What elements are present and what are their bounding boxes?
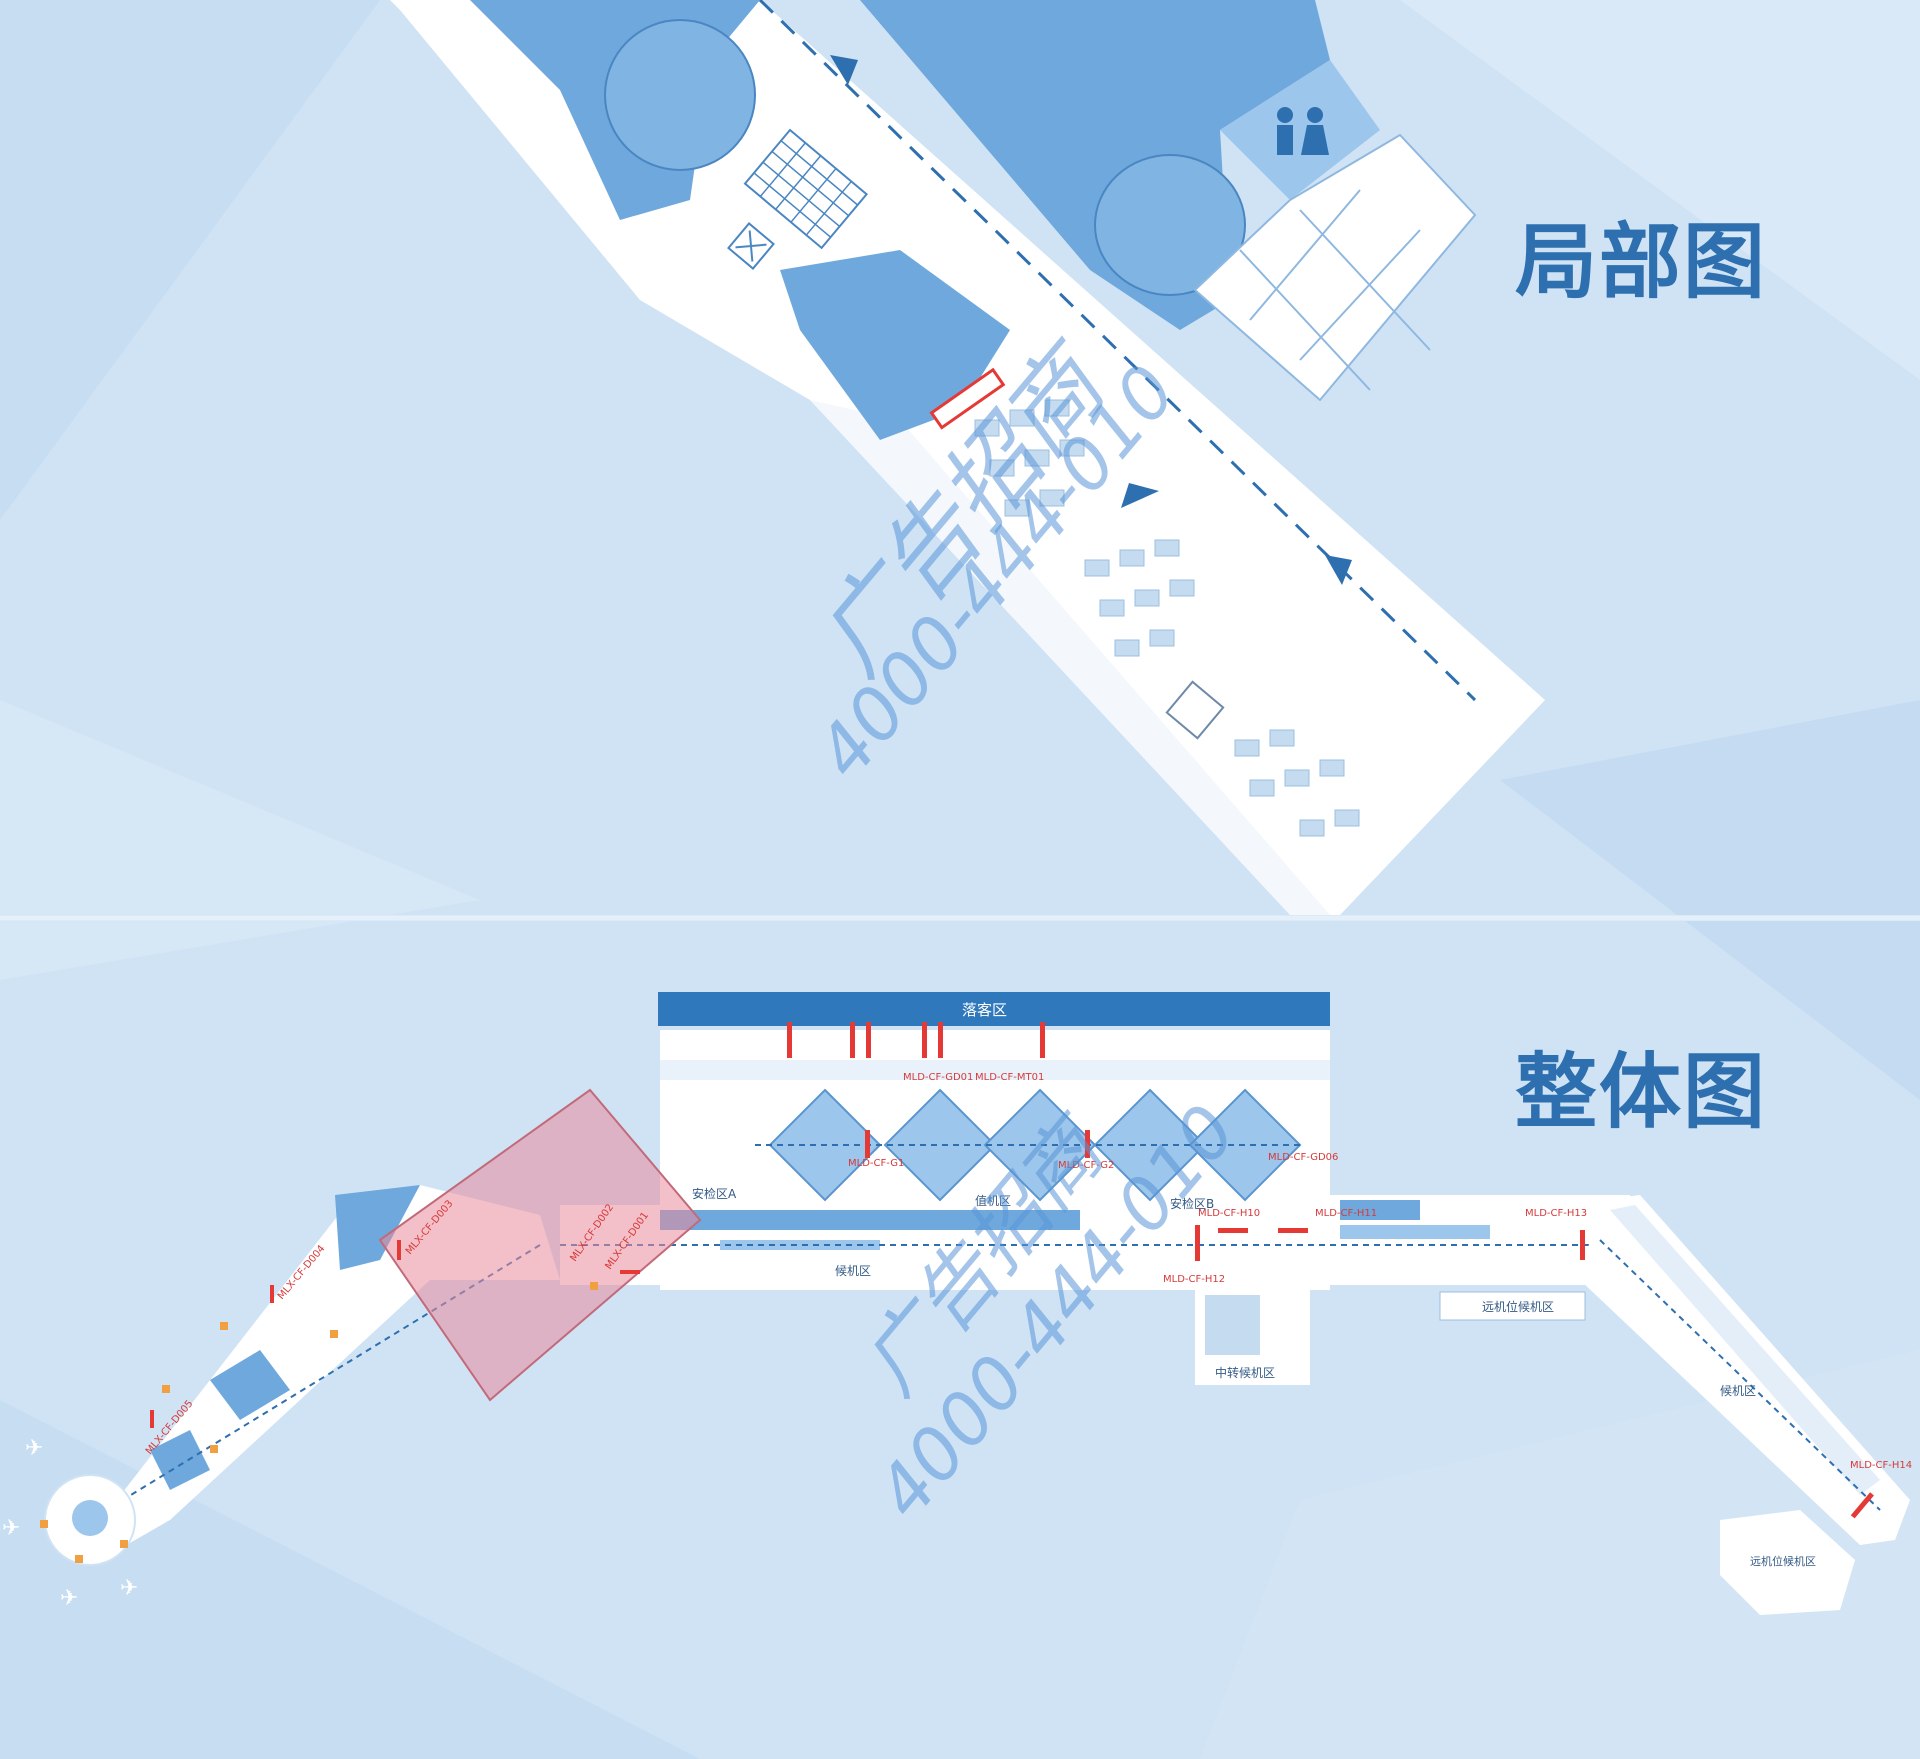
ad-label: MLD-CF-G1 bbox=[848, 1158, 904, 1169]
ad-markers bbox=[150, 1022, 1874, 1519]
walkway-arrow-icon bbox=[1121, 483, 1159, 508]
section-divider bbox=[0, 916, 1920, 920]
ad-label: MLD-CF-H14 bbox=[1850, 1460, 1912, 1471]
security-b-label: 安检区B bbox=[1170, 1196, 1214, 1211]
ad-label: MLD-CF-MT01 bbox=[975, 1072, 1044, 1083]
local-restroom-block bbox=[1220, 60, 1380, 200]
local-map bbox=[390, 0, 1545, 915]
left-wing-blocks bbox=[335, 1185, 420, 1270]
local-map-title: 局部图 bbox=[1515, 215, 1768, 310]
arrival-zone-bar bbox=[658, 992, 1330, 1026]
zone-labels: 落客区 值机区 安检区A 安检区B 候机区 候机区 远机位候机区 远机位候机区 … bbox=[692, 1001, 1816, 1568]
svg-text:✈: ✈ bbox=[2, 1516, 20, 1541]
local-seating bbox=[974, 399, 1360, 837]
svg-text:✈: ✈ bbox=[120, 1576, 138, 1601]
local-side-floor bbox=[810, 400, 1330, 915]
local-corridor-floor bbox=[390, 0, 1545, 915]
local-shop-block-mid bbox=[780, 250, 1010, 440]
local-walkway-dashes bbox=[758, 0, 1477, 702]
remote-hex bbox=[1720, 1510, 1855, 1615]
gate-diamonds bbox=[768, 1088, 1302, 1202]
remote-waiting-box bbox=[1439, 1291, 1586, 1321]
ad-label: MLD-CF-H13 bbox=[1525, 1208, 1587, 1219]
local-room-grid bbox=[1193, 133, 1477, 402]
arrival-zone-label: 落客区 bbox=[962, 1001, 1007, 1019]
checkin-zone-label: 值机区 bbox=[975, 1193, 1011, 1208]
escalator-icon bbox=[743, 128, 869, 250]
ad-label: MLD-CF-GD01 bbox=[903, 1072, 973, 1083]
svg-text:✈: ✈ bbox=[60, 1586, 78, 1611]
overall-map: ✈ ✈ ✈ ✈ bbox=[2, 992, 1910, 1615]
transfer-waiting-label: 中转候机区 bbox=[1215, 1365, 1275, 1380]
ad-label: MLD-CF-GD06 bbox=[1268, 1152, 1338, 1163]
local-kiosk-box bbox=[1165, 680, 1225, 740]
walkway-arrow-icon bbox=[1325, 555, 1352, 585]
gate-markers bbox=[40, 1282, 598, 1563]
remote-waiting-label-2: 远机位候机区 bbox=[1750, 1554, 1816, 1568]
restroom-icon bbox=[1277, 107, 1329, 155]
ad-label: MLD-CF-H12 bbox=[1163, 1274, 1225, 1285]
walkway-arrow-icon bbox=[830, 55, 858, 85]
overall-map-title: 整体图 bbox=[1515, 1045, 1768, 1140]
waiting-right-label: 候机区 bbox=[1720, 1384, 1756, 1398]
local-ad-slot bbox=[929, 367, 1006, 430]
svg-text:✈: ✈ bbox=[25, 1436, 43, 1461]
waiting-zone-label: 候机区 bbox=[835, 1264, 871, 1278]
highlight-zone bbox=[378, 1088, 702, 1402]
ad-label: MLD-CF-G2 bbox=[1058, 1160, 1114, 1171]
local-round-kiosk-2 bbox=[1094, 154, 1246, 296]
ad-label: MLD-CF-H10 bbox=[1198, 1208, 1260, 1219]
ad-label: MLD-CF-H11 bbox=[1315, 1208, 1377, 1219]
airplane-icon: ✈ ✈ ✈ ✈ bbox=[2, 1436, 138, 1611]
security-a-label: 安检区A bbox=[692, 1186, 737, 1201]
remote-waiting-label: 远机位候机区 bbox=[1482, 1299, 1554, 1314]
local-round-kiosk-1 bbox=[604, 19, 756, 171]
